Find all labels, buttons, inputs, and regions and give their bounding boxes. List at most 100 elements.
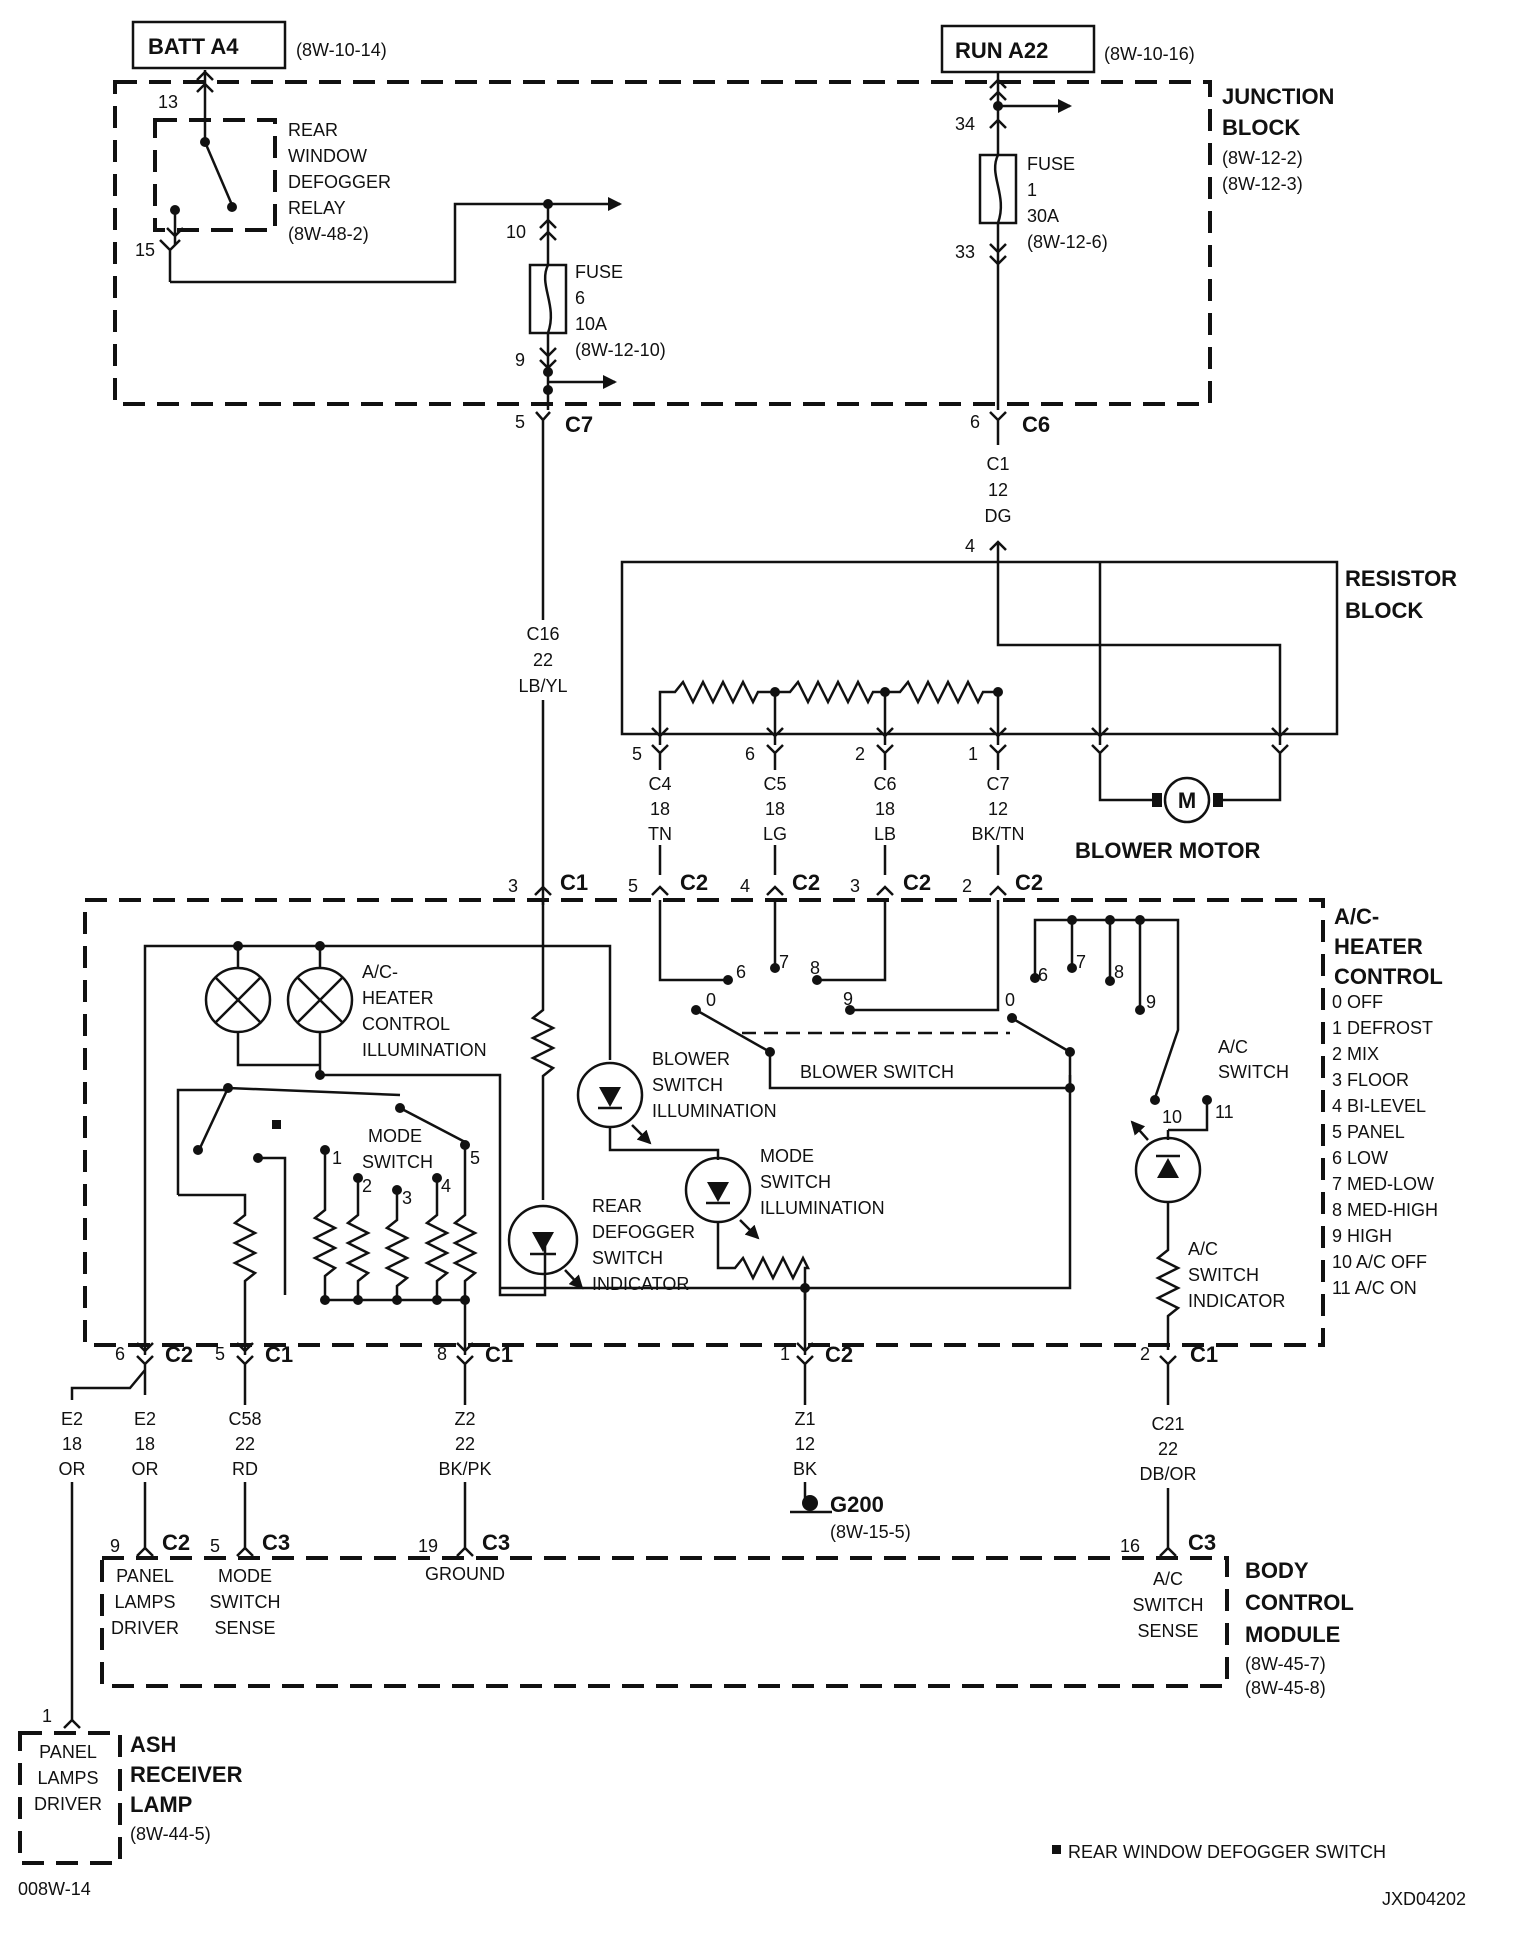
- svg-text:4: 4: [965, 536, 975, 556]
- wire-c4-label: C4 18 TN: [648, 774, 672, 844]
- svg-text:(8W-45-8): (8W-45-8): [1245, 1678, 1326, 1698]
- svg-text:0: 0: [706, 990, 716, 1010]
- svg-text:3: 3: [508, 876, 518, 896]
- svg-text:C1: C1: [265, 1342, 293, 1367]
- svg-text:ILLUMINATION: ILLUMINATION: [362, 1040, 487, 1060]
- figure-code-right: JXD04202: [1382, 1889, 1466, 1909]
- svg-text:2: 2: [1140, 1344, 1150, 1364]
- svg-text:HEATER: HEATER: [1334, 934, 1423, 959]
- svg-text:C4: C4: [648, 774, 671, 794]
- svg-text:22: 22: [1158, 1439, 1178, 1459]
- blower-motor-label: BLOWER MOTOR: [1075, 838, 1260, 863]
- svg-text:22: 22: [455, 1434, 475, 1454]
- hvac-top-connectors: 3 C1 5 C2 4 C2 3 C2 2 C2: [508, 870, 1043, 896]
- svg-text:6: 6: [745, 744, 755, 764]
- svg-text:19: 19: [418, 1536, 438, 1556]
- svg-text:SWITCH: SWITCH: [1218, 1062, 1289, 1082]
- svg-text:RD: RD: [232, 1459, 258, 1479]
- svg-text:BLOWER SWITCH: BLOWER SWITCH: [800, 1062, 954, 1082]
- svg-text:MODULE: MODULE: [1245, 1622, 1340, 1647]
- svg-text:INDICATOR: INDICATOR: [1188, 1291, 1285, 1311]
- svg-text:4: 4: [441, 1176, 451, 1196]
- svg-text:5: 5: [470, 1148, 480, 1168]
- c7-name: C7: [565, 412, 593, 437]
- mode-switch-illumination: [684, 1156, 760, 1240]
- svg-text:3 FLOOR: 3 FLOOR: [1332, 1070, 1409, 1090]
- jb-ref-2: (8W-12-3): [1222, 174, 1303, 194]
- svg-text:12: 12: [795, 1434, 815, 1454]
- svg-text:18: 18: [650, 799, 670, 819]
- resistor-block: RESISTOR BLOCK: [620, 560, 1457, 745]
- relay-ref: (8W-48-2): [288, 224, 369, 244]
- svg-text:BK: BK: [793, 1459, 817, 1479]
- svg-text:0: 0: [1005, 990, 1015, 1010]
- svg-text:SWITCH: SWITCH: [592, 1248, 663, 1268]
- svg-text:RESISTOR: RESISTOR: [1345, 566, 1457, 591]
- svg-text:C2: C2: [680, 870, 708, 895]
- svg-text:3: 3: [402, 1188, 412, 1208]
- batt-label: BATT A4: [148, 34, 239, 59]
- fuse1-pin-top: 34: [955, 114, 975, 134]
- svg-text:BK/PK: BK/PK: [438, 1459, 491, 1479]
- svg-text:9: 9: [1146, 992, 1156, 1012]
- jb-title-2: BLOCK: [1222, 115, 1300, 140]
- relay-l4: RELAY: [288, 198, 346, 218]
- svg-text:5 PANEL: 5 PANEL: [1332, 1122, 1405, 1142]
- svg-text:C2: C2: [165, 1342, 193, 1367]
- svg-text:E2: E2: [134, 1409, 156, 1429]
- blower-switch-illumination: [576, 1061, 652, 1145]
- svg-text:1: 1: [968, 744, 978, 764]
- svg-text:1 DEFROST: 1 DEFROST: [1332, 1018, 1433, 1038]
- svg-text:DRIVER: DRIVER: [111, 1618, 179, 1638]
- svg-text:C5: C5: [763, 774, 786, 794]
- svg-text:RECEIVER: RECEIVER: [130, 1762, 243, 1787]
- svg-text:(8W-44-5): (8W-44-5): [130, 1824, 211, 1844]
- svg-text:PANEL: PANEL: [39, 1742, 97, 1762]
- svg-text:16: 16: [1120, 1536, 1140, 1556]
- svg-text:SWITCH: SWITCH: [1133, 1595, 1204, 1615]
- c6-pin: 6: [970, 412, 980, 432]
- svg-text:4: 4: [740, 876, 750, 896]
- relay-l2: WINDOW: [288, 146, 367, 166]
- svg-text:C2: C2: [825, 1342, 853, 1367]
- jb-title-1: JUNCTION: [1222, 84, 1334, 109]
- rear-defogger-relay: 13 15 REAR WINDOW DEFOGGER RELAY (8W-48-…: [135, 70, 391, 282]
- ac-heater-control: A/C- HEATER CONTROL 0 OFF 1 DEFROST 2 MI…: [83, 898, 1443, 1355]
- run-ref: (8W-10-16): [1104, 44, 1195, 64]
- relay-pin-15: 15: [135, 240, 155, 260]
- svg-text:C1: C1: [1190, 1342, 1218, 1367]
- svg-text:C58: C58: [228, 1409, 261, 1429]
- svg-text:C21: C21: [1151, 1414, 1184, 1434]
- svg-text:C2: C2: [792, 870, 820, 895]
- svg-text:REAR: REAR: [592, 1196, 642, 1216]
- run-label: RUN A22: [955, 38, 1048, 63]
- svg-text:INDICATOR: INDICATOR: [592, 1274, 689, 1294]
- fuse1-l2: 1: [1027, 180, 1037, 200]
- jb-ref-1: (8W-12-2): [1222, 148, 1303, 168]
- svg-text:8 MED-HIGH: 8 MED-HIGH: [1332, 1200, 1438, 1220]
- svg-text:Z2: Z2: [454, 1409, 475, 1429]
- svg-text:ASH: ASH: [130, 1732, 176, 1757]
- svg-text:9 HIGH: 9 HIGH: [1332, 1226, 1392, 1246]
- svg-text:Z1: Z1: [794, 1409, 815, 1429]
- fuse1-l3: 30A: [1027, 206, 1059, 226]
- svg-text:SWITCH: SWITCH: [210, 1592, 281, 1612]
- svg-text:SENSE: SENSE: [214, 1618, 275, 1638]
- svg-text:7: 7: [1076, 952, 1086, 972]
- svg-text:11: 11: [1215, 1102, 1234, 1122]
- svg-text:4 BI-LEVEL: 4 BI-LEVEL: [1332, 1096, 1426, 1116]
- wire-c16-label: C16 22 LB/YL: [515, 620, 573, 700]
- svg-text:9: 9: [843, 989, 853, 1009]
- svg-text:C3: C3: [262, 1530, 290, 1555]
- hvac-bottom-connectors: 6 C2 5 C1 8 C1 1 C2 2 C1: [70, 1342, 1218, 1405]
- svg-text:7 MED-LOW: 7 MED-LOW: [1332, 1174, 1434, 1194]
- svg-text:3: 3: [850, 876, 860, 896]
- wire-z2-label: Z2 22 BK/PK: [438, 1409, 491, 1479]
- wire-c21-label: C21 22 DB/OR: [1139, 1414, 1196, 1484]
- svg-text:2: 2: [362, 1176, 372, 1196]
- ash-receiver-lamp: 1 PANEL LAMPS DRIVER ASH RECEIVER LAMP (…: [18, 1706, 243, 1865]
- svg-text:GROUND: GROUND: [425, 1564, 505, 1584]
- wire-c7-label: C7 12 BK/TN: [971, 774, 1024, 844]
- fuse1-ref: (8W-12-6): [1027, 232, 1108, 252]
- run-a22-source: RUN A22 (8W-10-16): [940, 24, 1195, 74]
